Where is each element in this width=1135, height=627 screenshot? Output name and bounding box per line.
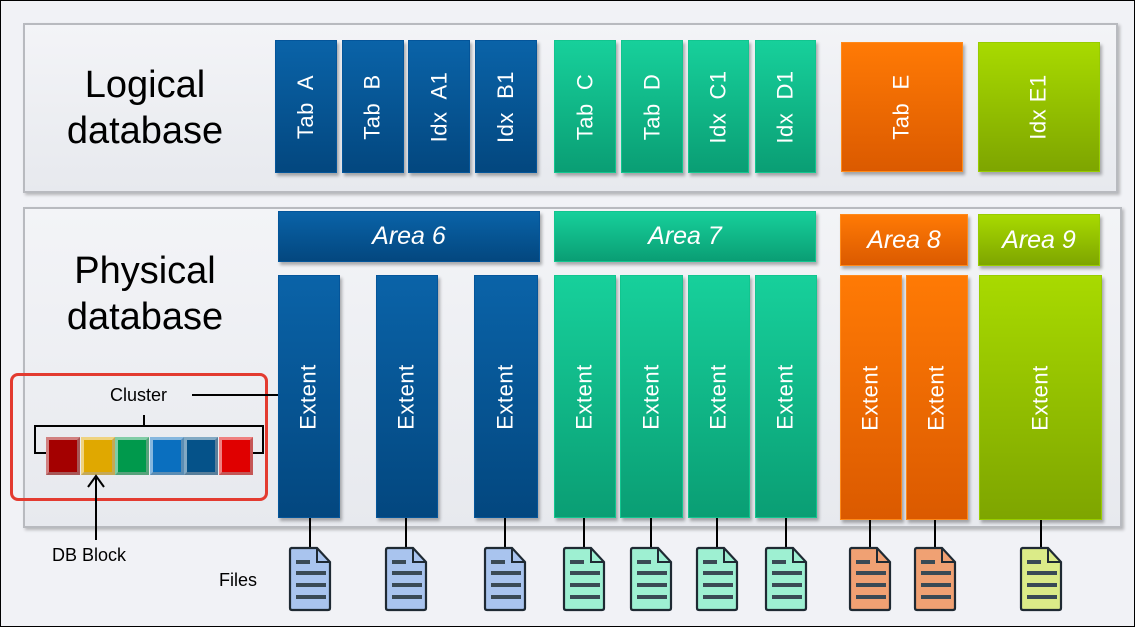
logical-object-tab-b: Tab B	[342, 40, 404, 173]
extent-area7-1: Extent	[554, 275, 616, 518]
cluster-highlight-box	[10, 373, 268, 501]
extent-label: Extent	[394, 363, 419, 430]
logical-object-label: Idx B1	[493, 70, 519, 143]
file-icon	[384, 546, 428, 612]
extent-label: Extent	[924, 364, 949, 431]
logical-title-line1: Logical	[84, 64, 206, 106]
logical-object-label: Tab D	[639, 73, 664, 140]
db-block	[218, 437, 253, 475]
db-block	[115, 437, 149, 475]
logical-object-label: Tab C	[572, 73, 597, 140]
db-block	[46, 437, 80, 475]
file-connector-line	[716, 518, 718, 547]
area-7: Area 7	[554, 211, 816, 262]
file-connector-line	[1040, 520, 1042, 547]
arrow-up-icon	[87, 474, 105, 488]
file-connector-line	[650, 518, 652, 547]
extent-area6-3: Extent	[474, 275, 538, 518]
cluster-bracket-stem	[143, 415, 145, 426]
db-block	[184, 437, 218, 475]
cluster-bracket-right-foot	[252, 452, 264, 454]
cluster-bracket-top	[34, 425, 264, 427]
cluster-label: Cluster	[110, 385, 168, 405]
logical-database-title: Logical database	[40, 62, 250, 154]
area-label: Area 9	[1002, 225, 1076, 254]
db-block	[149, 437, 184, 475]
file-icon	[1019, 546, 1063, 612]
extent-label: Extent	[296, 363, 321, 430]
area-6: Area 6	[278, 211, 540, 262]
file-icon	[695, 546, 739, 612]
extent-label: Extent	[706, 363, 731, 430]
db-block-pointer-line	[95, 478, 97, 540]
file-icon	[913, 546, 957, 612]
file-icon	[848, 546, 892, 612]
logical-object-label: Idx E1	[1026, 74, 1051, 140]
file-connector-line	[869, 520, 871, 547]
extent-label: Extent	[858, 364, 883, 431]
logical-object-idx-a1: Idx A1	[408, 40, 470, 173]
logical-object-label: Idx D1	[772, 69, 798, 144]
area-label: Area 8	[867, 225, 941, 254]
file-connector-line	[785, 518, 787, 547]
extent-area7-2: Extent	[620, 275, 683, 518]
logical-object-idx-c1: Idx C1	[688, 40, 749, 173]
logical-object-label: Idx A1	[426, 71, 451, 142]
cluster-bracket-right	[262, 425, 264, 454]
cluster-bracket-left	[34, 425, 36, 454]
cluster-bracket-left-foot	[34, 452, 46, 454]
extent-label: Extent	[493, 363, 518, 430]
file-connector-line	[583, 518, 585, 547]
extent-label: Extent	[638, 363, 664, 430]
extent-area9-1: Extent	[979, 275, 1102, 520]
extent-label: Extent	[773, 363, 798, 430]
logical-title-line2: database	[66, 110, 224, 152]
area-8: Area 8	[840, 214, 968, 266]
extent-label: Extent	[1027, 364, 1053, 431]
area-label: Area 6	[372, 222, 446, 250]
file-icon	[483, 546, 527, 612]
logical-object-idx-e1: Idx E1	[978, 42, 1100, 172]
logical-object-label: Tab B	[360, 73, 385, 140]
extent-area6-1: Extent	[278, 275, 340, 518]
logical-object-tab-c: Tab C	[554, 40, 616, 173]
extent-area7-4: Extent	[755, 275, 817, 518]
logical-object-label: Idx C1	[705, 69, 731, 144]
file-connector-line	[405, 518, 407, 547]
area-label: Area 7	[648, 222, 722, 250]
logical-object-tab-e: Tab E	[841, 42, 963, 172]
file-icon	[288, 546, 332, 612]
file-connector-line	[934, 520, 936, 547]
logical-object-label: Tab E	[889, 74, 914, 140]
extent-area8-2: Extent	[906, 275, 968, 520]
file-connector-line	[504, 518, 506, 547]
db-block	[80, 437, 115, 475]
logical-object-idx-d1: Idx D1	[755, 40, 816, 173]
physical-title-line2: database	[66, 296, 224, 338]
extent-area6-2: Extent	[376, 275, 438, 518]
extent-area8-1: Extent	[840, 275, 902, 520]
physical-title-line1: Physical	[74, 250, 216, 292]
physical-database-title: Physical database	[40, 248, 250, 340]
db-block-label: DB Block	[52, 545, 127, 565]
logical-object-tab-a: Tab A	[275, 40, 337, 173]
logical-object-tab-d: Tab D	[621, 40, 683, 173]
files-label: Files	[219, 570, 258, 590]
cluster-connector-line	[192, 394, 278, 396]
file-icon	[764, 546, 808, 612]
logical-object-label: Tab A	[293, 74, 318, 139]
logical-object-idx-b1: Idx B1	[475, 40, 537, 173]
area-9: Area 9	[978, 214, 1100, 266]
file-icon	[562, 546, 606, 612]
extent-label: Extent	[572, 363, 597, 430]
extent-area7-3: Extent	[688, 275, 750, 518]
file-connector-line	[309, 518, 311, 547]
file-icon	[629, 546, 673, 612]
